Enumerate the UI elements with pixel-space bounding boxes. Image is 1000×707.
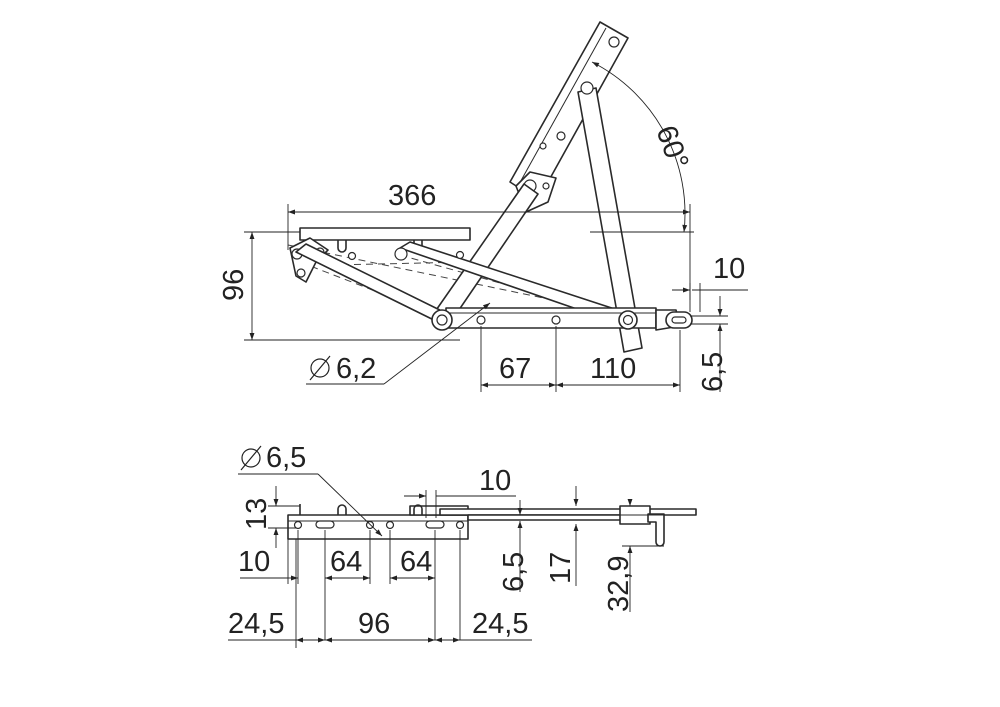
dim-slot-width-label: 10 [713,253,745,285]
dim-hole-spacing: 67 110 [480,326,681,392]
top-view: 366 96 60° 10 6,5 [218,21,748,392]
dim-b-hole-pitch-a-label: 64 [330,546,362,578]
dim-b-edge-offset-label: 10 [238,546,270,578]
bottom-view: 6,5 13 10 [228,442,697,648]
top-mounting-plate [299,227,471,253]
dim-height-label: 96 [218,269,250,301]
dim-b-slot-width-label: 10 [479,465,511,497]
dim-b-total-height-label: 32,9 [603,556,635,612]
dim-b-end-left-label: 24,5 [228,608,284,640]
bottom-base-rail [445,307,693,331]
dim-b-plate-height-label: 13 [241,498,273,530]
dim-b-plate-height: 13 [241,486,300,548]
dim-slot-offset-label: 6,5 [697,352,729,392]
pivot-points [431,309,638,331]
dim-height: 96 [218,231,460,341]
dim-b-row2: 24,5 96 24,5 [228,539,532,648]
dim-b-hole-diameter: 6,5 [238,442,383,537]
dim-slot-width: 10 [672,253,748,312]
dim-hole-diameter: 6,2 [306,302,491,385]
dim-b-bracket-height-label: 17 [545,552,577,584]
dim-hole-spacing-b-label: 110 [590,353,636,385]
dim-hole-diameter-label: 6,2 [336,353,376,385]
dim-b-slot-offset-label: 6,5 [498,552,530,592]
dim-b-slot-width: 10 [404,465,516,518]
dim-hole-spacing-a-label: 67 [499,353,531,385]
dim-b-mid-label: 96 [358,608,390,640]
dim-b-end-right-label: 24,5 [472,608,528,640]
dim-angle-label: 60° [649,121,694,173]
dim-overall-width-label: 366 [388,180,436,212]
dim-b-hole-pitch-b-label: 64 [400,546,432,578]
dim-b-hole-diameter-label: 6,5 [266,442,306,474]
dim-b-row1: 10 64 64 [238,530,461,640]
dim-b-verticals: 6,5 17 32,9 [498,486,664,612]
arm-side [439,505,697,547]
dim-slot-offset: 6,5 [690,296,729,392]
